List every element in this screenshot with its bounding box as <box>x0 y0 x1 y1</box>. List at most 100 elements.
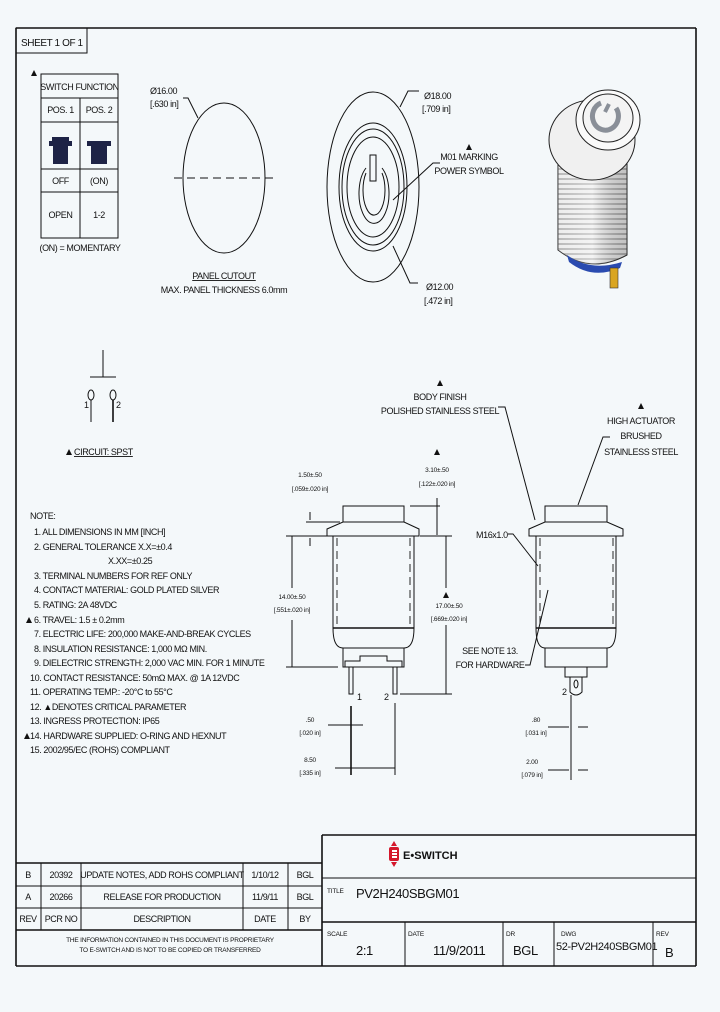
note-item: 7. ELECTRIC LIFE: 200,000 MAKE-AND-BREAK… <box>34 629 251 639</box>
body-finish-label: BODY FINISH <box>414 392 467 402</box>
notes-title: NOTE: <box>30 511 56 521</box>
note-item: 10. CONTACT RESISTANCE: 50mΩ MAX. @ 1A 1… <box>30 673 240 683</box>
description-cell: UPDATE NOTES, ADD ROHS COMPLIANT <box>80 870 244 880</box>
date-cell: 11/9/11 <box>252 892 278 902</box>
dwg-number: 52-PV2H240SBGM01 <box>556 941 657 953</box>
eswitch-logo: E•SWITCH <box>389 841 458 867</box>
note-item: 5. RATING: 2A 48VDC <box>34 600 118 610</box>
hardware-note: SEE NOTE 13. <box>462 646 518 656</box>
outer-diameter-in: [.709 in] <box>422 104 450 114</box>
note-item: 15. 2002/95/EC (ROHS) COMPLIANT <box>30 745 171 755</box>
isometric-render <box>548 89 641 289</box>
circuit-label: CIRCUIT: SPST <box>74 447 134 457</box>
note-item: 4. CONTACT MATERIAL: GOLD PLATED SILVER <box>34 585 220 595</box>
cutout-diameter: Ø16.00 <box>150 86 178 96</box>
panel-cutout-view: Ø16.00 [.630 in] PANEL CUTOUT MAX. PANEL… <box>150 86 288 295</box>
critical-triangle-icon <box>66 449 72 455</box>
title-label: TITLE <box>327 888 345 895</box>
note-item: 9. DIELECTRIC STRENGTH: 2,000 VAC MIN. F… <box>34 658 265 668</box>
by-cell: BGL <box>297 870 314 880</box>
date-value: 11/9/2011 <box>433 943 485 958</box>
drawing-title: PV2H240SBGM01 <box>356 886 459 901</box>
pos1-header: POS. 1 <box>47 105 74 115</box>
disclaimer: THE INFORMATION CONTAINED IN THIS DOCUME… <box>66 937 275 944</box>
dwg-label: DWG <box>561 931 576 938</box>
actuator-released-icon <box>49 137 72 164</box>
panel-thickness: MAX. PANEL THICKNESS 6.0mm <box>161 285 287 295</box>
actuator-pressed-icon <box>87 141 111 164</box>
critical-triangle-icon <box>434 449 440 455</box>
rev-cell: B <box>25 870 31 880</box>
header-date: DATE <box>254 914 276 924</box>
dim-pitch: 8.50 <box>304 757 316 764</box>
note-item: X.XX=±0.25 <box>108 556 153 566</box>
pos2-state: (ON) <box>90 176 108 186</box>
note-item: 1. ALL DIMENSIONS IN MM [INCH] <box>34 527 165 537</box>
note-item: 6. TRAVEL: 1.5 ± 0.2mm <box>34 615 124 625</box>
marking-symbol-label: POWER SYMBOL <box>434 166 504 176</box>
note-item: 14. HARDWARE SUPPLIED: O-RING AND HEXNUT <box>30 731 227 741</box>
inner-diameter-in: [.472 in] <box>424 296 452 306</box>
rev-label: REV <box>656 931 670 938</box>
note-item: 13. INGRESS PROTECTION: IP65 <box>30 716 160 726</box>
dim-hole-in: [.079 in] <box>521 772 543 779</box>
scale-label: SCALE <box>327 931 348 938</box>
dim-flange: 1.50±.50 <box>298 472 322 479</box>
title-block: E•SWITCH TITLE PV2H240SBGM01 SCALE 2:1 D… <box>321 834 696 966</box>
dim-hole: 2.00 <box>526 759 538 766</box>
tab-pin-label: 2 <box>562 687 567 697</box>
dim-body: 14.00±.50 <box>278 594 306 601</box>
header-pcr: PCR NO <box>45 914 78 924</box>
critical-triangle-icon <box>638 403 644 409</box>
critical-triangle-icon <box>31 70 37 76</box>
cutout-diameter-in: [.630 in] <box>150 99 178 109</box>
revision-table: B 20392 UPDATE NOTES, ADD ROHS COMPLIANT… <box>16 862 322 954</box>
power-symbol-icon <box>358 154 390 224</box>
dim-pin-in: [.020 in] <box>299 730 321 737</box>
dim-cap-in: [.122±.020 in] <box>419 481 456 488</box>
side-view-dimensioned: 1 2 1.50±.50 [.059±.020 in] 3.10±.50 [.1… <box>274 449 468 777</box>
notes: NOTE: 1. ALL DIMENSIONS IN MM [INCH] 2. … <box>24 511 265 755</box>
note-item: 8. INSULATION RESISTANCE: 1,000 MΩ MIN. <box>34 644 207 654</box>
momentary-footnote: (ON) = MOMENTARY <box>39 243 120 253</box>
scale-value: 2:1 <box>356 943 373 958</box>
header-by: BY <box>299 914 311 924</box>
drawn-by-value: BGL <box>513 943 538 958</box>
marking-label: M01 MARKING <box>440 152 498 162</box>
sheet-number: SHEET 1 OF 1 <box>21 38 84 49</box>
pcr-cell: 20392 <box>49 870 72 880</box>
critical-triangle-icon <box>437 380 443 386</box>
pos1-state: OFF <box>52 176 70 186</box>
side-view-finish: 2 BODY FINISH POLISHED STAINLESS STEEL H… <box>381 380 679 780</box>
actuator-finish: BRUSHED <box>620 431 662 441</box>
actuator-material: STAINLESS STEEL <box>604 447 678 457</box>
inner-diameter: Ø12.00 <box>426 282 454 292</box>
disclaimer-2: TO E-SWITCH AND IS NOT TO BE COPIED OR T… <box>79 947 261 954</box>
date-cell: 1/10/12 <box>251 870 279 880</box>
pin-1-label: 1 <box>357 692 362 702</box>
pin-2-label: 2 <box>384 692 389 702</box>
pcr-cell: 20266 <box>49 892 72 902</box>
note-item: 12. ▲DENOTES CRITICAL PARAMETER <box>30 702 187 712</box>
dim-flange-in: [.059±.020 in] <box>292 486 329 493</box>
logo-text: E•SWITCH <box>403 850 458 862</box>
circuit-pin-2: 2 <box>116 400 121 410</box>
thread-label: M16x1.0 <box>476 530 508 540</box>
sheet-border <box>15 27 697 967</box>
revision-row: B 20392 UPDATE NOTES, ADD ROHS COMPLIANT… <box>25 870 314 880</box>
outer-diameter: Ø18.00 <box>424 91 452 101</box>
pos2-circuit: 1-2 <box>93 210 105 220</box>
description-cell: RELEASE FOR PRODUCTION <box>103 892 220 902</box>
dim-cap: 3.10±.50 <box>425 467 449 474</box>
header-description: DESCRIPTION <box>133 914 190 924</box>
critical-triangle-icon <box>443 592 449 598</box>
rev-value: B <box>665 945 673 960</box>
rev-cell: A <box>25 892 31 902</box>
dim-total-in: [.669±.020 in] <box>431 616 468 623</box>
panel-cutout-label: PANEL CUTOUT <box>192 271 256 281</box>
critical-triangle-icon <box>26 617 32 623</box>
note-item: 3. TERMINAL NUMBERS FOR REF ONLY <box>34 571 192 581</box>
pos1-circuit: OPEN <box>49 210 73 220</box>
hardware-note-2: FOR HARDWARE <box>456 660 525 670</box>
